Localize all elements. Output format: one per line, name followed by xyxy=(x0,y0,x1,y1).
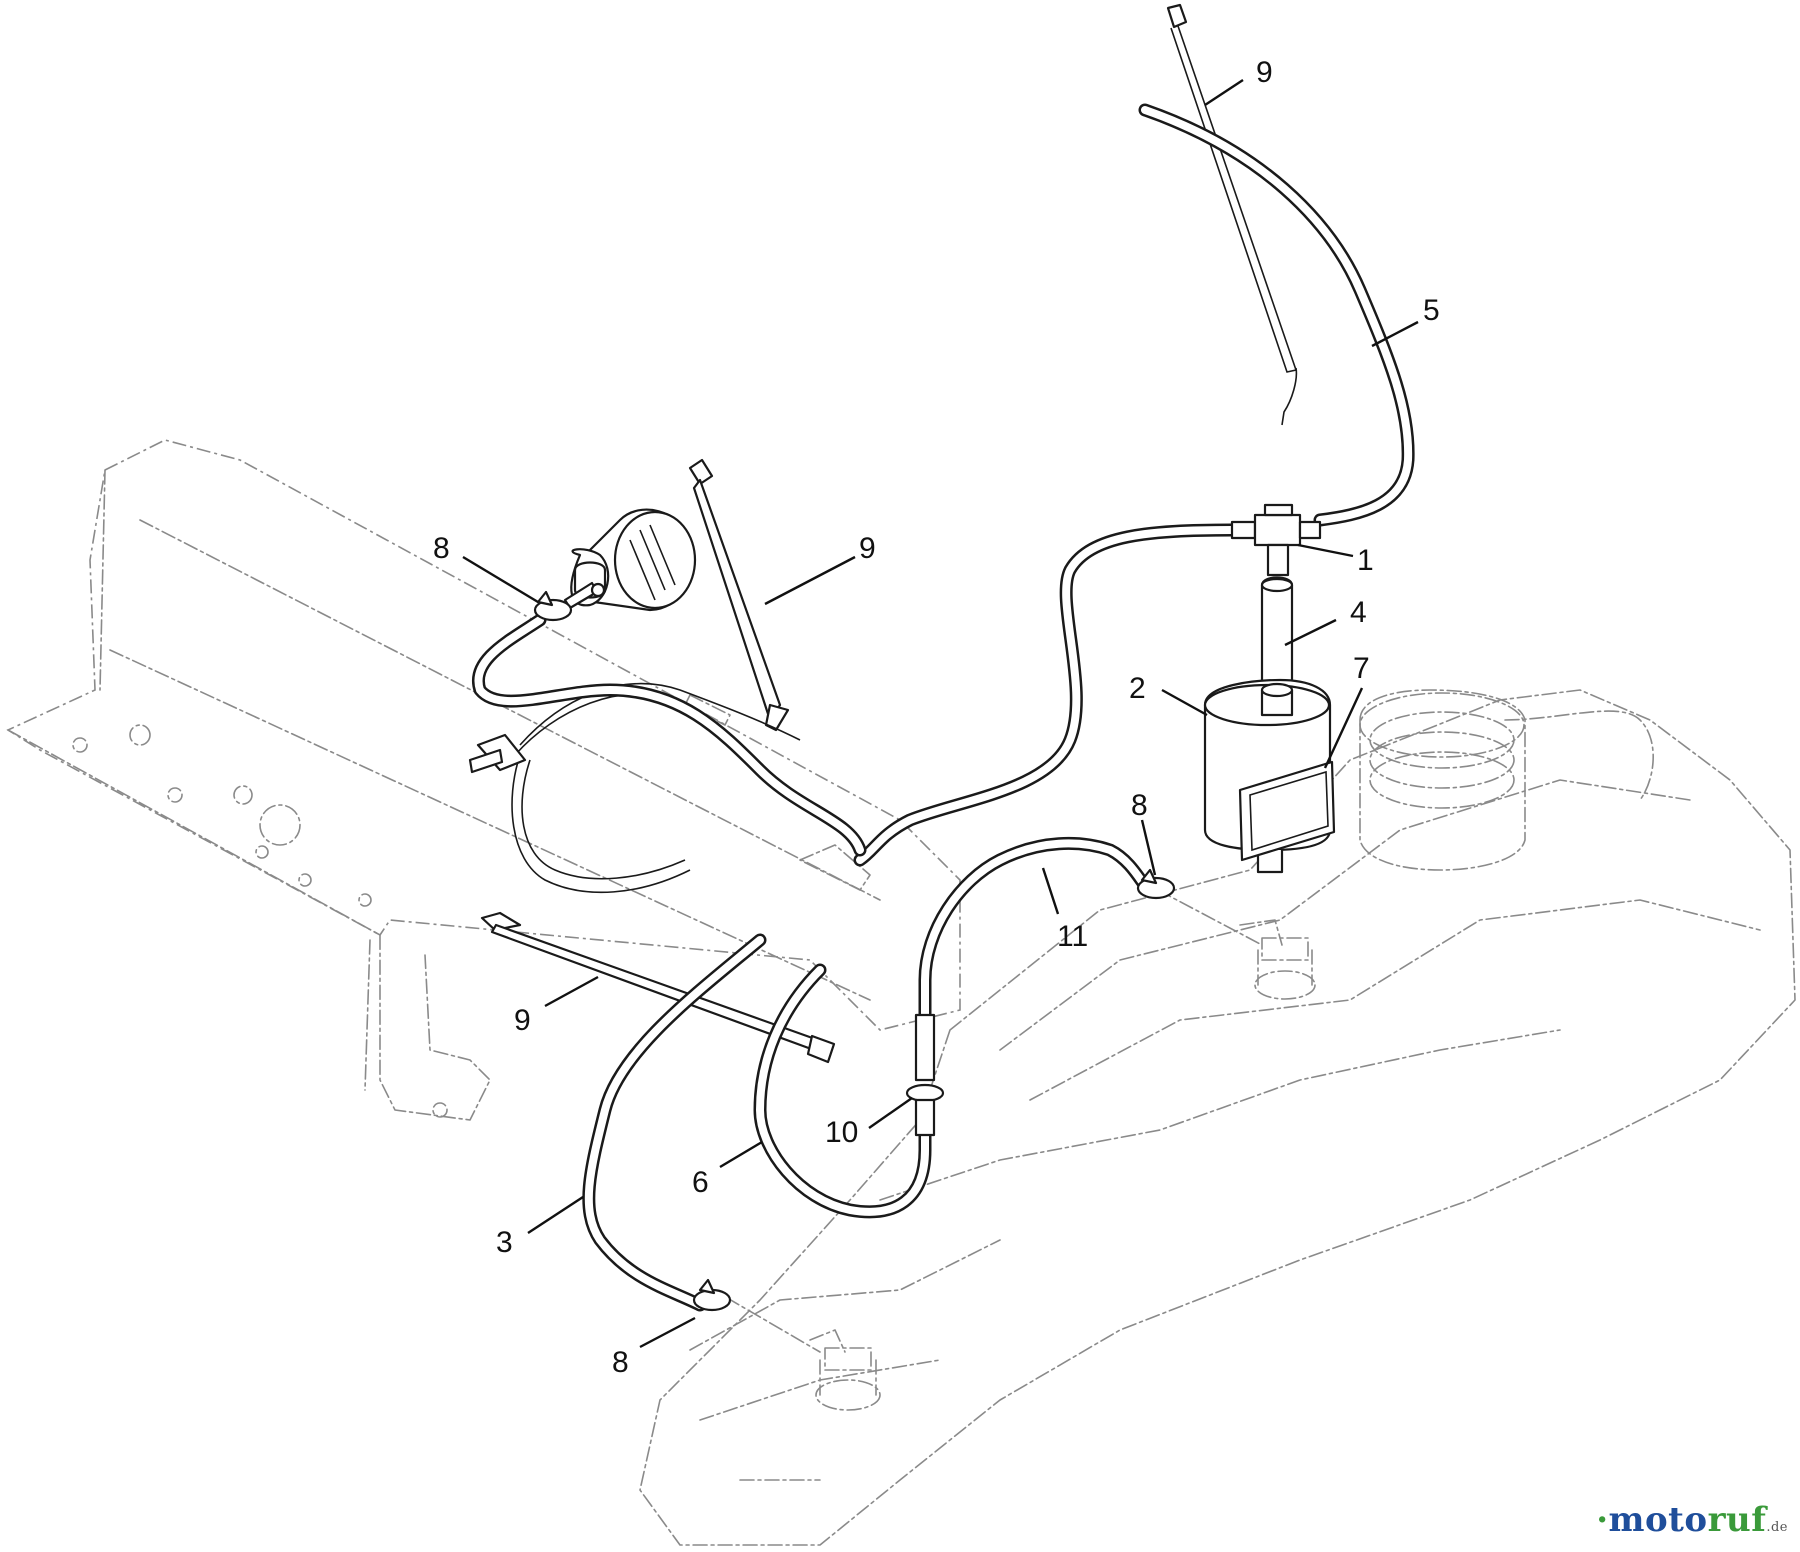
tee-fitting xyxy=(1230,503,1322,577)
callout-9-top: 9 xyxy=(1256,56,1273,89)
callout-8-upper: 8 xyxy=(433,532,450,565)
fuel-tank-outline xyxy=(639,689,1796,1546)
tank-fitting-left xyxy=(809,1329,881,1411)
hose-3 xyxy=(582,933,767,1312)
callout-5: 5 xyxy=(1423,294,1440,327)
frame-outline xyxy=(6,439,961,1121)
hose-5 xyxy=(1138,103,1415,527)
callout-8-right: 8 xyxy=(1131,789,1148,822)
callout-11: 11 xyxy=(1057,920,1088,953)
callout-3: 3 xyxy=(496,1226,513,1259)
callout-2: 2 xyxy=(1129,672,1146,705)
hose-clamp-right xyxy=(1136,868,1176,900)
filter-label xyxy=(1238,760,1336,862)
cable-tie-lower xyxy=(480,911,836,1064)
callout-10: 10 xyxy=(825,1116,858,1149)
leader-lines xyxy=(462,78,1419,1349)
cable-tie-top xyxy=(1166,3,1298,426)
fuel-gauge-sender xyxy=(563,508,697,612)
hose-clamp-upper xyxy=(533,590,573,622)
callout-9-lower: 9 xyxy=(514,1004,531,1037)
watermark-part-b: ruf xyxy=(1707,1500,1767,1540)
watermark-part-a: moto xyxy=(1608,1500,1708,1540)
cable-tie-middle xyxy=(688,458,790,732)
hose-clamp-lower xyxy=(692,1278,732,1312)
hose-11 xyxy=(918,837,1155,1047)
inline-connector xyxy=(905,1013,945,1137)
callout-7: 7 xyxy=(1353,652,1370,685)
frame-strap xyxy=(468,682,801,894)
tank-fitting-right xyxy=(1239,919,1316,1000)
callout-6: 6 xyxy=(692,1166,709,1199)
callout-labels: 9 5 1 4 2 7 8 9 8 11 9 10 6 3 8 xyxy=(433,56,1440,1379)
hose-6 xyxy=(753,963,932,1219)
callout-9-middle: 9 xyxy=(859,532,876,565)
callout-4: 4 xyxy=(1350,596,1367,629)
watermark-suffix: .de xyxy=(1766,1520,1788,1535)
hose-tee-left xyxy=(853,523,1239,867)
hose-upper-left xyxy=(471,613,867,857)
callout-1: 1 xyxy=(1357,544,1374,577)
callout-8-lower: 8 xyxy=(612,1346,629,1379)
watermark-logo: ·motoruf.de xyxy=(1596,1500,1788,1540)
